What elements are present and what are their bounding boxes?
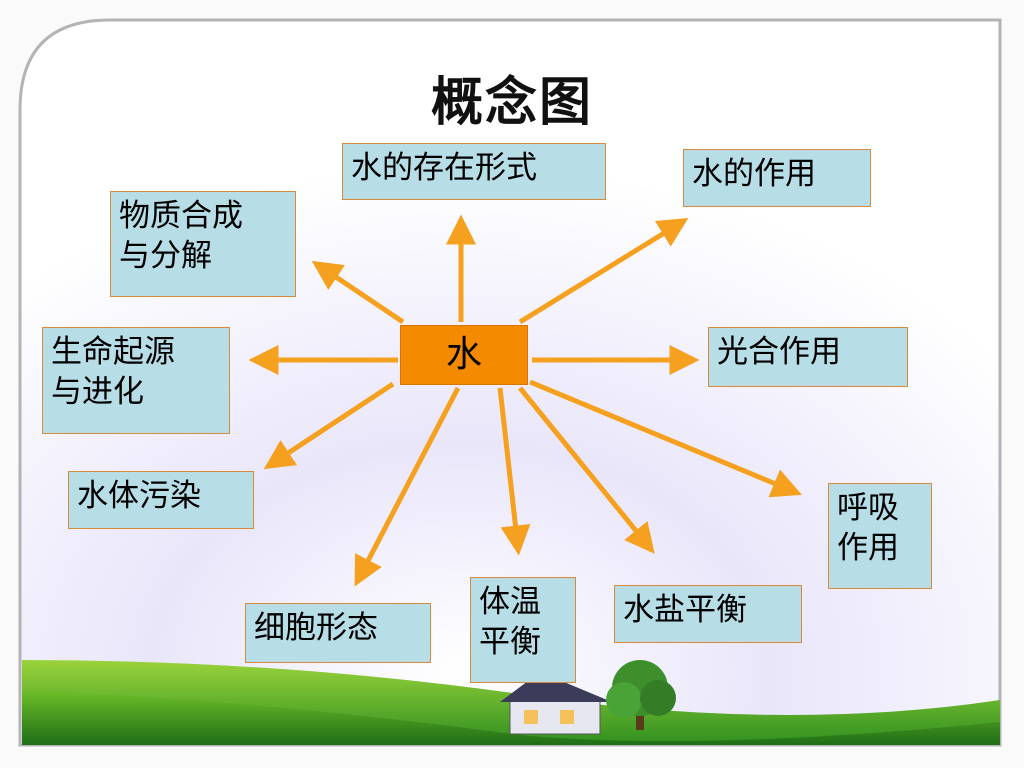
node-label: 水的作用: [692, 156, 816, 192]
node-label: 水盐平衡: [623, 592, 747, 628]
node-water-role: 水的作用: [683, 149, 871, 207]
node-label: 水的存在形式: [351, 150, 537, 186]
node-label-line1: 呼吸: [837, 490, 899, 526]
node-label-line2: 平衡: [479, 624, 541, 660]
node-water-pollution: 水体污染: [68, 471, 254, 529]
node-synthesis: 物质合成 与分解: [110, 191, 296, 297]
node-label-line2: 与分解: [119, 238, 212, 274]
node-label: 光合作用: [717, 334, 841, 370]
house-image: [500, 672, 612, 735]
node-respiration: 呼吸 作用: [828, 483, 932, 589]
node-salt-balance: 水盐平衡: [614, 585, 802, 643]
node-cell-shape: 细胞形态: [245, 603, 431, 663]
node-label: 细胞形态: [254, 610, 378, 646]
center-node-water: 水: [400, 325, 528, 385]
arrow-to-role: [518, 218, 689, 325]
arrow-to-body-temp: [497, 387, 531, 556]
arrow-to-pollution: [263, 381, 395, 470]
arrow-to-respiration: [529, 379, 802, 498]
tree-image: [606, 660, 676, 730]
node-label-line1: 体温: [479, 584, 541, 620]
node-label-line2: 作用: [837, 530, 899, 566]
arrow-to-synthesis: [311, 260, 405, 325]
node-photosynthesis: 光合作用: [708, 327, 908, 387]
node-label-line1: 生命起源: [51, 334, 175, 370]
node-water-existence: 水的存在形式: [342, 143, 606, 200]
arrow-to-cell-shape: [354, 386, 461, 587]
node-label: 水体污染: [77, 478, 201, 514]
node-label-line1: 物质合成: [119, 198, 243, 234]
node-body-temperature: 体温 平衡: [470, 577, 576, 683]
arrow-to-salt-balance: [518, 386, 655, 554]
page-title: 概念图: [430, 72, 593, 133]
node-label-line2: 与进化: [51, 374, 144, 410]
node-origin-evolution: 生命起源 与进化: [42, 327, 230, 434]
